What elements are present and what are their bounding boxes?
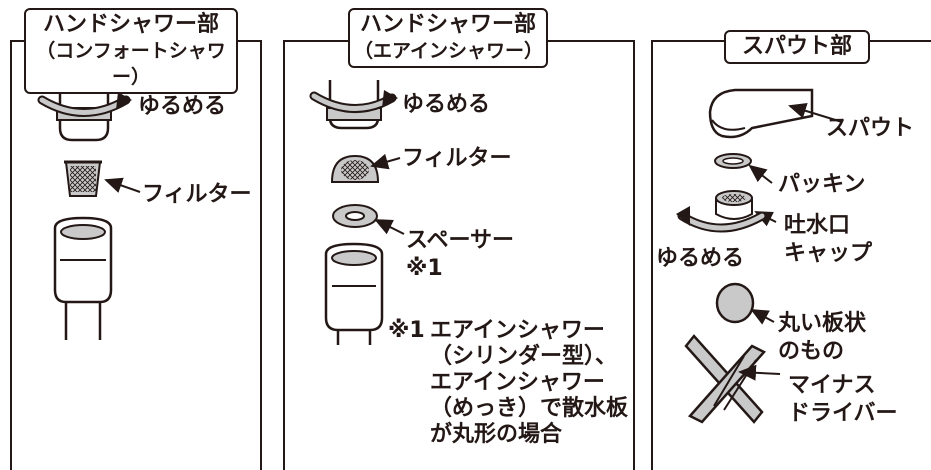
- panel-3-driver-label: マイナス ドライバー: [788, 372, 898, 428]
- shower-head-2: [309, 80, 398, 130]
- round-label-line1: 丸い板状: [778, 311, 867, 336]
- panel-2-title-line1: ハンドシャワー部: [359, 12, 536, 37]
- packing: [714, 153, 773, 184]
- note-line: エアインシャワー: [430, 370, 605, 395]
- driver-label-line2: ドライバー: [788, 401, 898, 426]
- note-line: （めっき）で散水板: [430, 396, 629, 421]
- panel-3-spout-label: スパウト: [826, 116, 915, 141]
- panel-2-filter-label: フィルター: [402, 146, 512, 171]
- panel-1-title: ハンドシャワー部 （コンフォートシャワー）: [24, 8, 238, 94]
- panel-3-cap-label: 吐水口 キャップ: [784, 212, 872, 268]
- panel-2-spacer-label: スペーサー: [406, 228, 515, 253]
- panel-1-loosen-label: ゆるめる: [138, 94, 227, 119]
- filter-1: [64, 160, 141, 197]
- cap-label-line1: 吐水口: [784, 213, 851, 238]
- panel-2-spacer-note: ※1: [406, 256, 443, 281]
- hose-2: [324, 242, 384, 345]
- flathead-screwdriver: [684, 334, 781, 424]
- panel-3-packing-label: パッキン: [778, 172, 866, 197]
- filter-2: [330, 153, 401, 183]
- note-line: が丸形の場合: [430, 422, 563, 447]
- panel-1-title-line1: ハンドシャワー部: [42, 12, 219, 37]
- panel-2-note-marker: ※1: [388, 318, 425, 343]
- spacer-ring: [332, 204, 405, 235]
- note-line: （シリンダー型）、: [430, 344, 618, 369]
- panel-3-loosen-label: ゆるめる: [656, 246, 745, 271]
- panel-1-title-line2: （コンフォートシャワー）: [36, 40, 226, 88]
- panel-3-title-line1: スパウト部: [741, 34, 852, 59]
- panel-2-loosen-label: ゆるめる: [402, 92, 491, 117]
- cap-label-line2: キャップ: [784, 241, 873, 266]
- spout: [708, 88, 843, 139]
- round-plate: [715, 282, 775, 325]
- panel-3-title: スパウト部: [724, 30, 870, 64]
- hose-1: [53, 216, 113, 340]
- panel-2-note: エアインシャワー （シリンダー型）、 エアインシャワー （めっき）で散水板 が丸…: [430, 318, 628, 448]
- driver-label-line1: マイナス: [788, 373, 876, 398]
- panel-2-title-line2: （エアインシャワー）: [354, 40, 544, 62]
- panel-3-round-label: 丸い板状 のもの: [778, 310, 866, 366]
- outlet-cap: [676, 190, 777, 233]
- panel-2-title: ハンドシャワー部 （エアインシャワー）: [348, 8, 548, 68]
- round-label-line2: のもの: [778, 339, 845, 364]
- note-line: エアインシャワー: [430, 318, 605, 343]
- panel-1-filter-label: フィルター: [142, 182, 252, 207]
